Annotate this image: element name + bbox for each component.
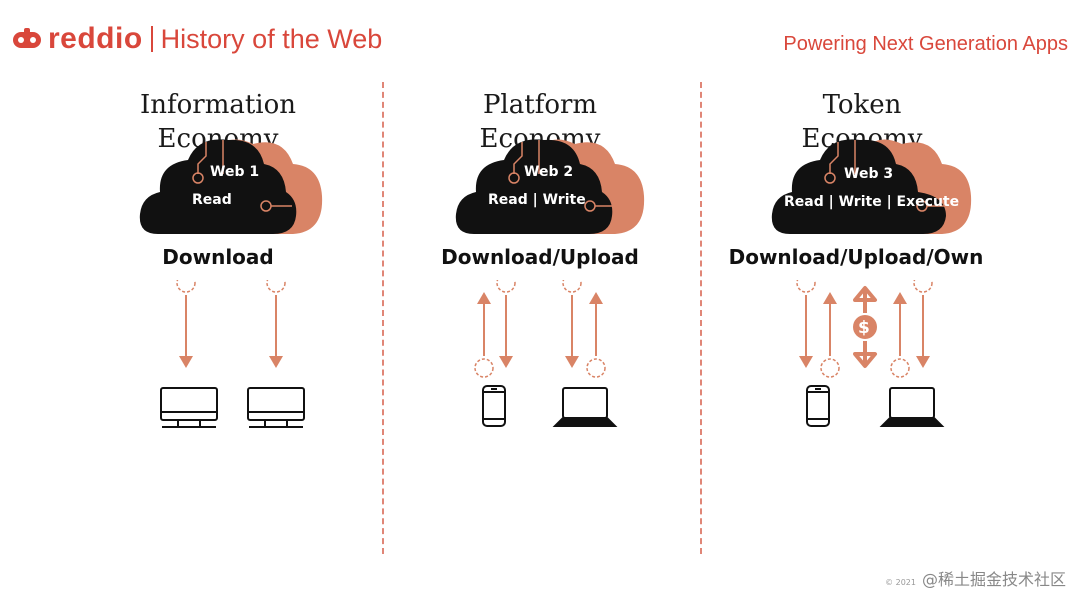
laptop-icon — [879, 387, 945, 427]
header-separator — [150, 26, 153, 52]
smartphone-icon — [806, 385, 830, 427]
brand-logo: reddio History of the Web — [12, 22, 382, 56]
desktop-monitor-icon — [160, 387, 218, 428]
smartphone-icon — [482, 385, 506, 427]
web-capabilities: Read — [192, 192, 232, 208]
token-dollar-symbol: $ — [858, 318, 870, 338]
watermark-text: @稀土掘金技术社区 — [921, 570, 1066, 589]
web-capabilities: Read | Write | Execute — [784, 194, 960, 210]
web1-flow-diagram — [160, 280, 305, 428]
web-version-label: Web 1 — [210, 164, 260, 180]
web3-cloud — [771, 139, 972, 234]
tagline: Powering Next Generation Apps — [783, 33, 1068, 55]
laptop-icon — [552, 387, 618, 427]
web-mode: Download/Upload — [441, 245, 639, 269]
brand-name: reddio — [48, 22, 143, 55]
web-version-label: Web 2 — [524, 164, 574, 180]
web1-cloud — [139, 139, 323, 234]
reddio-mark-icon — [13, 28, 41, 48]
page-title: History of the Web — [160, 23, 383, 54]
column-divider-1 — [382, 82, 384, 554]
web2-cloud — [455, 139, 645, 234]
copyright: © 2021 — [885, 578, 916, 587]
column-heading: Token Economy — [801, 90, 923, 154]
web-mode: Download/Upload/Own — [728, 245, 984, 269]
desktop-monitor-icon — [247, 387, 305, 428]
web-version-label: Web 3 — [844, 166, 894, 182]
column-divider-2 — [700, 82, 702, 554]
column-platform-economy: Platform Economy Web 2 Read | Write Down… — [380, 0, 700, 608]
column-information-economy: Information Economy Y! N e Web 1 Read Do… — [58, 0, 378, 608]
web-capabilities: Read | Write — [488, 192, 586, 208]
column-token-economy: Token Economy ₿ Web 3 Read | Write | Exe… — [702, 0, 1022, 608]
watermark: © 2021 @稀土掘金技术社区 — [885, 566, 1066, 590]
web3-flow-diagram — [796, 280, 945, 427]
web2-flow-diagram — [474, 280, 618, 427]
web-mode: Download — [162, 245, 274, 269]
